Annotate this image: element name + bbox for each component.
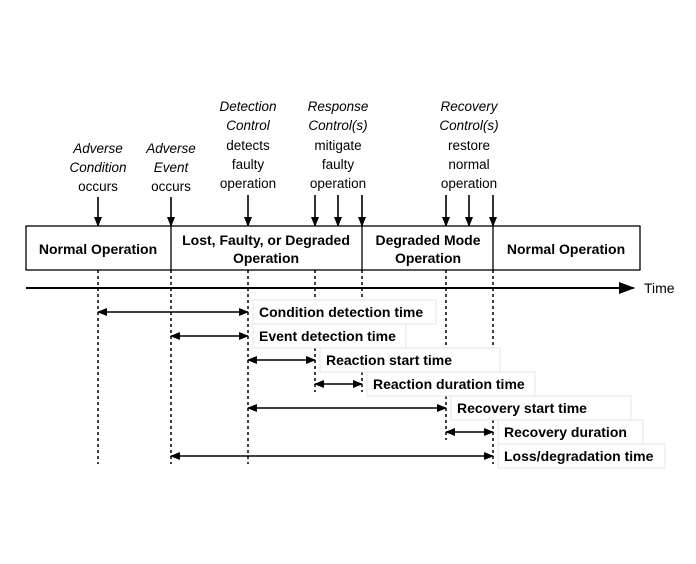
event-label-adverse-condition: Adverse Condition occurs (69, 141, 126, 194)
interval-label-box (319, 347, 501, 373)
interval-label-box (252, 323, 407, 349)
event-label-line: Detection (219, 99, 276, 114)
interval-event-detection: Event detection time (170, 323, 407, 349)
event-label-line: operation (441, 176, 497, 191)
event-label-line: faulty (232, 157, 265, 172)
event-label-line: operation (310, 176, 366, 191)
event-label-line: Adverse (72, 141, 123, 156)
event-label-line: Condition (69, 160, 126, 175)
phase-degraded-mode-line2: Operation (395, 250, 461, 266)
event-label-line: Event (154, 160, 190, 175)
interval-label: Loss/degradation time (504, 448, 654, 464)
phase-bar: Normal Operation Lost, Faulty, or Degrad… (25, 225, 641, 271)
interval-label: Recovery start time (457, 400, 587, 416)
interval-label-box (497, 443, 666, 469)
event-label-detection-control: Detection Control detects faulty operati… (219, 99, 276, 191)
event-label-line: mitigate (314, 138, 361, 153)
event-label-adverse-event: Adverse Event occurs (145, 141, 196, 194)
interval-label-box (252, 299, 437, 325)
event-label-line: Control(s) (439, 118, 498, 133)
event-label-recovery-control: Recovery Control(s) restore normal opera… (439, 99, 498, 191)
event-label-line: detects (226, 138, 270, 153)
interval-reaction-start: Reaction start time (247, 347, 501, 373)
event-label-line: Control(s) (308, 118, 367, 133)
event-label-line: Response (308, 99, 369, 114)
event-label-line: faulty (322, 157, 355, 172)
interval-label: Event detection time (259, 328, 396, 344)
event-label-line: occurs (151, 179, 191, 194)
event-label-line: restore (448, 138, 490, 153)
event-label-line: operation (220, 176, 276, 191)
interval-label-box (497, 419, 644, 445)
event-label-line: Recovery (440, 99, 498, 114)
event-label-line: Adverse (145, 141, 196, 156)
interval-label: Reaction start time (326, 352, 452, 368)
phase-normal-operation-end: Normal Operation (507, 241, 625, 257)
interval-label: Condition detection time (259, 304, 423, 320)
interval-loss-degradation: Loss/degradation time (170, 443, 666, 469)
event-label-line: normal (448, 157, 489, 172)
interval-reaction-duration: Reaction duration time (314, 371, 536, 397)
phase-lost-faulty-line1: Lost, Faulty, or Degraded (182, 232, 350, 248)
interval-label-box (450, 395, 632, 421)
event-label-response-control: Response Control(s) mitigate faulty oper… (308, 99, 369, 191)
interval-recovery-duration: Recovery duration (445, 419, 644, 445)
time-axis-label: Time (644, 280, 675, 296)
event-label-line: Control (226, 118, 271, 133)
event-arrows (94, 195, 497, 227)
interval-label: Reaction duration time (373, 376, 525, 392)
phase-lost-faulty-line2: Operation (233, 250, 299, 266)
interval-condition-detection: Condition detection time (97, 299, 437, 325)
phase-degraded-mode-line1: Degraded Mode (375, 232, 480, 248)
phase-bar-frame (25, 225, 641, 271)
interval-recovery-start: Recovery start time (247, 395, 632, 421)
phase-normal-operation-start: Normal Operation (39, 241, 157, 257)
time-axis: Time (26, 280, 675, 296)
interval-label: Recovery duration (504, 424, 627, 440)
interval-label-box (366, 371, 536, 397)
event-label-line: occurs (78, 179, 118, 194)
interval-rows: Condition detection time Event detection… (97, 299, 666, 469)
